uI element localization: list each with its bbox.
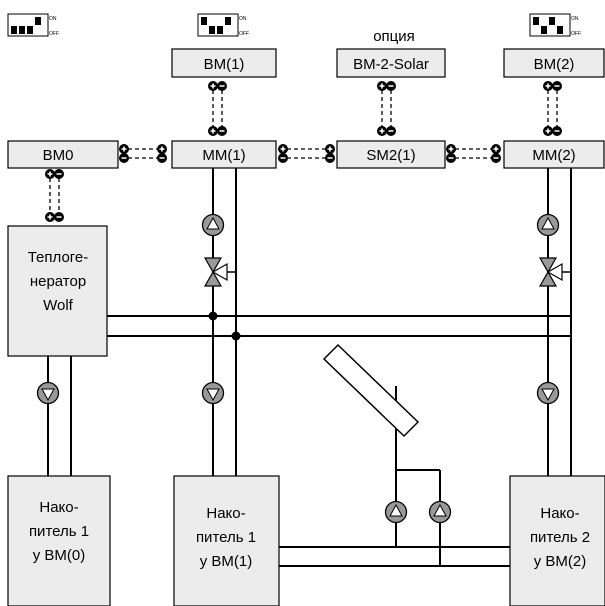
storage-tank-bm0: Нако- питель 1 у BM(0) (7, 475, 111, 606)
junction-dot (208, 311, 218, 321)
tank-bm2-line-2: питель 2 (530, 529, 590, 546)
dip-on-label: ON (571, 16, 579, 22)
module-bm2-label: BM(2) (534, 56, 575, 73)
tank-bm2-line-3: у BM(2) (534, 553, 587, 570)
tank-bm0-line-2: питель 1 (29, 523, 89, 540)
storage-tank-bm2: Нако- питель 2 у BM(2) (509, 475, 605, 606)
pump-icon (536, 213, 560, 237)
generator-line-3: Wolf (43, 297, 74, 314)
dip-switch-icon: ON OFF (7, 13, 59, 37)
junction-dot (231, 331, 241, 341)
dip-off-label: OFF (571, 31, 581, 37)
solar-collector-icon (322, 343, 420, 438)
module-mm1-label: MM(1) (202, 147, 245, 164)
dip-off-label: OFF (239, 31, 249, 37)
module-bm1: BM(1) (171, 48, 277, 78)
tank-bm1-line-2: питель 1 (196, 529, 256, 546)
connector-symbols (45, 81, 562, 222)
pump-icon (36, 381, 60, 405)
mixing-valve-icon (538, 257, 571, 287)
pump-icon (536, 381, 560, 405)
option-label: опция (373, 28, 415, 45)
tank-bm0-line-1: Нако- (39, 499, 78, 516)
dip-off-label: OFF (49, 31, 59, 37)
pump-icon (201, 213, 225, 237)
generator-line-1: Теплоге- (28, 249, 89, 266)
tank-bm2-line-1: Нако- (540, 505, 579, 522)
pump-icon (428, 500, 452, 524)
dip-switch-icon: ON OFF (529, 13, 581, 37)
tank-bm1-line-1: Нако- (206, 505, 245, 522)
pump-icon (201, 381, 225, 405)
generator-line-2: нератор (30, 273, 86, 290)
dip-switch-icon: ON OFF (197, 13, 249, 37)
module-sm2: SM2(1) (336, 140, 446, 169)
pump-icon (384, 500, 408, 524)
module-mm2-label: MM(2) (532, 147, 575, 164)
tank-bm1-line-3: у BM(1) (200, 553, 253, 570)
storage-tank-bm1: Нако- питель 1 у BM(1) (173, 475, 280, 606)
module-sm2-label: SM2(1) (366, 147, 415, 164)
heat-generator: Теплоге- нератор Wolf (7, 225, 108, 357)
tank-bm0-line-3: у BM(0) (33, 547, 86, 564)
dip-on-label: ON (49, 16, 57, 22)
dip-on-label: ON (239, 16, 247, 22)
module-bm0: BM0 (7, 140, 119, 169)
connector-marks (47, 83, 560, 220)
module-mm1: MM(1) (171, 140, 277, 169)
pipes (47, 168, 572, 567)
module-bm2solar-label: BM-2-Solar (353, 56, 429, 73)
module-bm1-label: BM(1) (204, 56, 245, 73)
module-bm2: BM(2) (503, 48, 605, 78)
module-bm2solar: BM-2-Solar (336, 48, 446, 78)
module-mm2: MM(2) (503, 140, 605, 169)
mixing-valve-icon (203, 257, 236, 287)
module-bm0-label: BM0 (43, 147, 74, 164)
